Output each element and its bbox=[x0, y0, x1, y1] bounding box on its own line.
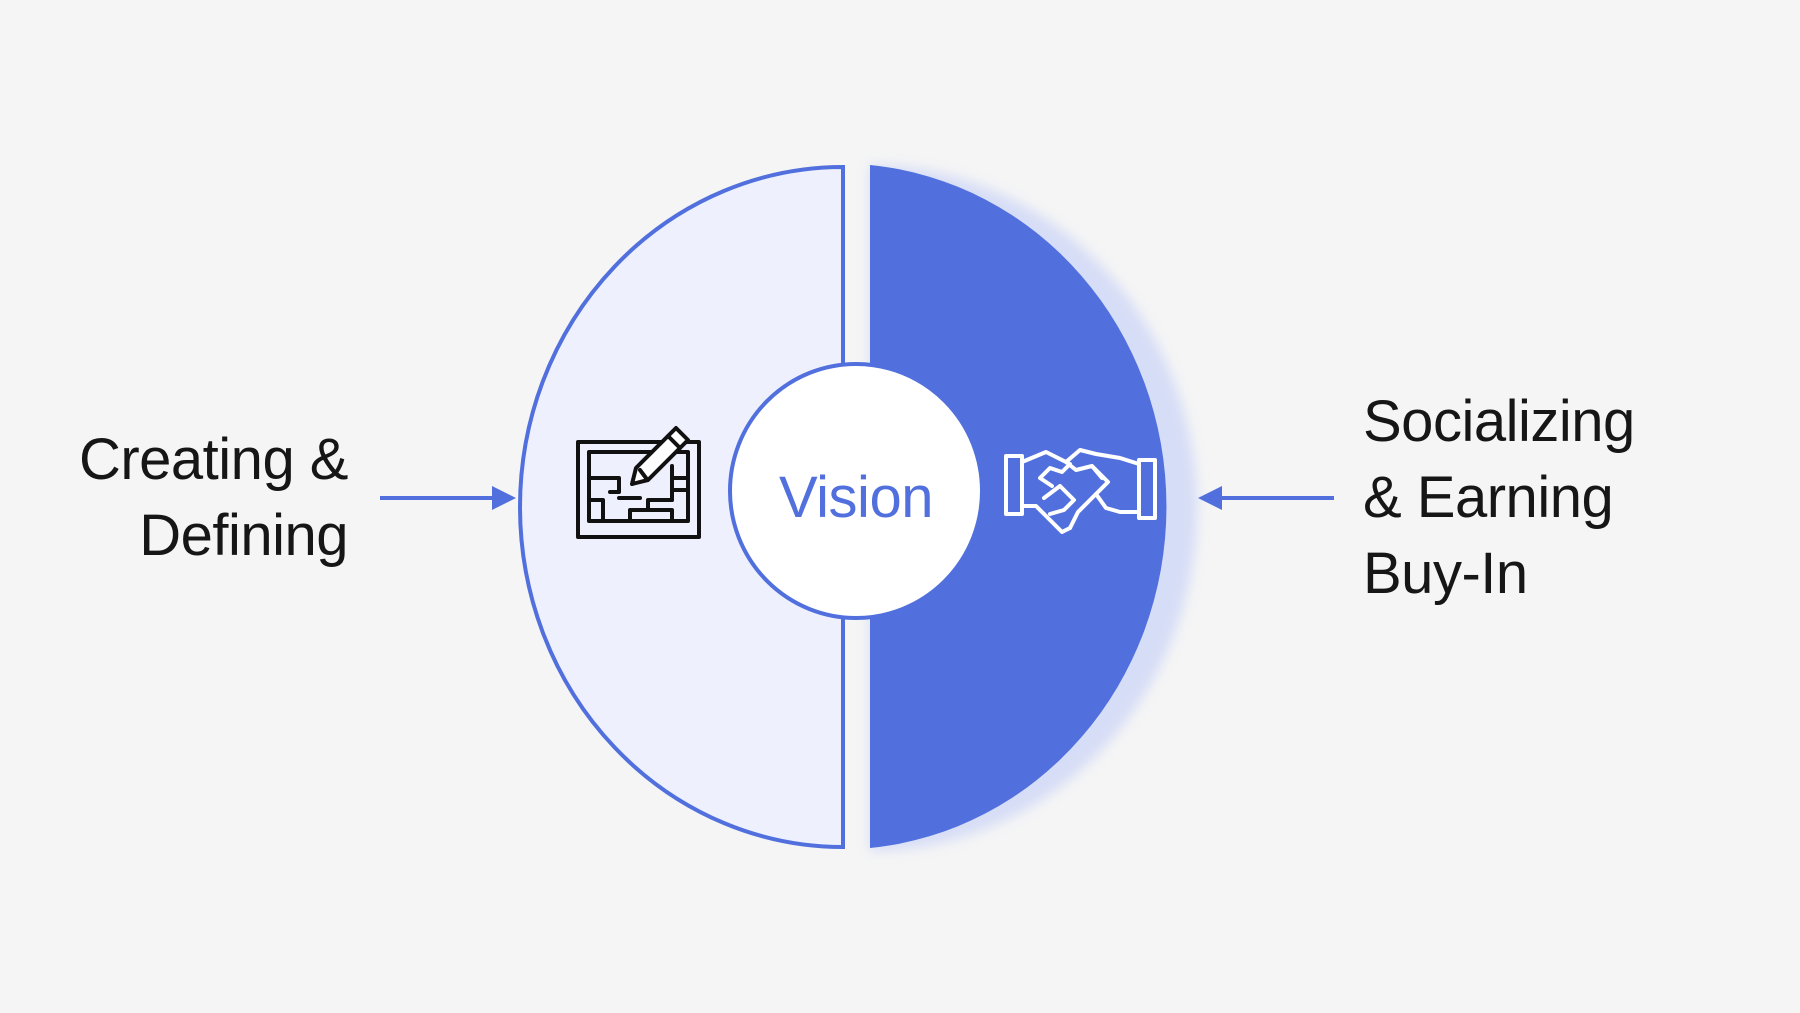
right-stage-label: Socializing & Earning Buy-In bbox=[1363, 384, 1635, 612]
right-half-segment bbox=[870, 165, 1167, 848]
left-label-line-2: Defining bbox=[139, 503, 348, 568]
handshake-icon bbox=[1004, 448, 1157, 534]
right-label-line-3: Buy-In bbox=[1363, 541, 1528, 606]
left-label-line-1: Creating & bbox=[78, 427, 349, 492]
center-circle bbox=[728, 362, 984, 620]
right-label-line-2: & Earning bbox=[1363, 465, 1614, 530]
right-arrow bbox=[1198, 486, 1334, 510]
left-half-segment bbox=[518, 164, 845, 850]
center-label: Vision bbox=[779, 465, 933, 530]
blueprint-pencil-icon bbox=[576, 426, 701, 539]
right-label-line-1: Socializing bbox=[1363, 389, 1635, 454]
left-arrow bbox=[380, 486, 516, 510]
left-stage-label: Creating & Defining bbox=[78, 422, 349, 574]
